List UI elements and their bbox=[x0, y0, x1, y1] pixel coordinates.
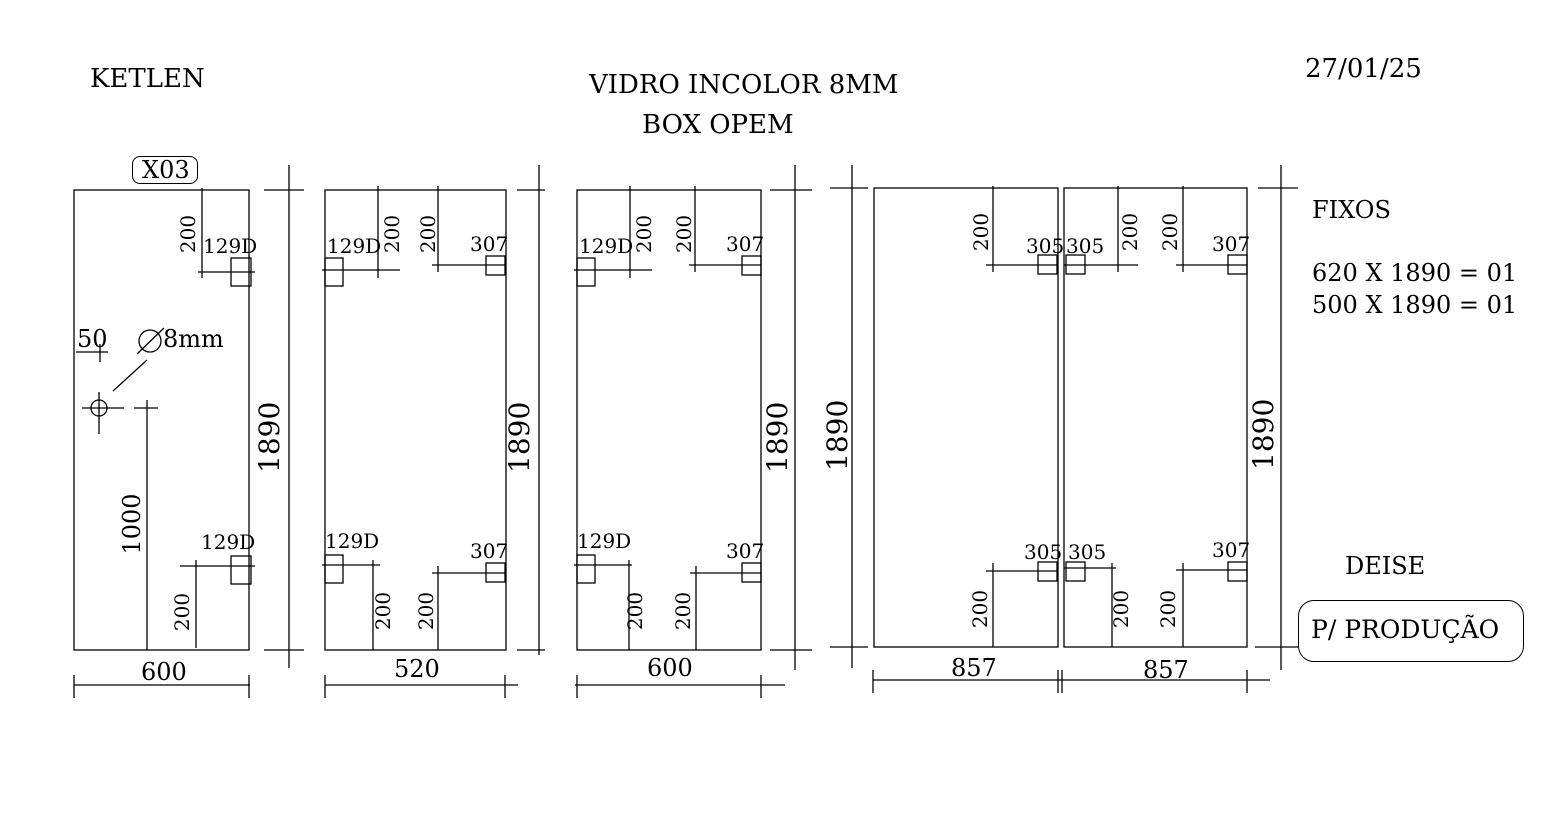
clamp-label: 307 bbox=[726, 539, 765, 563]
panel-height-label: 1890 bbox=[253, 401, 286, 473]
hole-diameter-label: 8mm bbox=[163, 325, 224, 353]
offset-label: 200 bbox=[1156, 589, 1180, 629]
clamp-label: 305 bbox=[1024, 540, 1063, 564]
hole-edge-offset-label: 50 bbox=[77, 325, 108, 353]
offset-label: 200 bbox=[371, 591, 395, 631]
panel-width-label: 600 bbox=[647, 654, 693, 682]
offset-label: 200 bbox=[170, 592, 194, 632]
offset-label: 200 bbox=[623, 591, 647, 631]
offset-label: 200 bbox=[416, 214, 440, 254]
clamp-label: 305 bbox=[1068, 540, 1107, 564]
clamp-label: 305 bbox=[1026, 234, 1065, 258]
clamp-label: 307 bbox=[470, 539, 509, 563]
glass-panel-3 bbox=[576, 189, 762, 651]
hinge-label: 129D bbox=[201, 530, 256, 554]
drawing-date: 27/01/25 bbox=[1305, 54, 1422, 84]
offset-label: 200 bbox=[176, 214, 200, 254]
offset-label: 200 bbox=[1118, 212, 1142, 252]
hinge-cutout bbox=[576, 257, 596, 287]
hinge-label: 129D bbox=[325, 529, 380, 553]
panel-height-label: 1890 bbox=[821, 399, 854, 471]
hinge-cutout bbox=[576, 554, 596, 584]
drawing-subtitle: BOX OPEM bbox=[642, 110, 794, 140]
fixed-item: 500 X 1890 = 01 bbox=[1312, 291, 1518, 319]
clamp-label: 307 bbox=[726, 232, 765, 256]
offset-label: 200 bbox=[671, 591, 695, 631]
hinge-label: 129D bbox=[579, 234, 634, 258]
panel-width-label: 857 bbox=[1143, 656, 1189, 684]
glass-panel-5 bbox=[1063, 187, 1248, 648]
clamp-label: 305 bbox=[1066, 234, 1105, 258]
offset-label: 200 bbox=[672, 214, 696, 254]
production-stamp bbox=[1298, 600, 1524, 662]
panel-tag: X03 bbox=[142, 156, 190, 184]
panel-width-label: 520 bbox=[394, 655, 440, 683]
fixed-item: 620 X 1890 = 01 bbox=[1312, 259, 1518, 287]
hinge-label: 129D bbox=[203, 234, 258, 258]
drawing-title: VIDRO INCOLOR 8MM bbox=[589, 70, 899, 100]
client-name: KETLEN bbox=[90, 64, 205, 94]
hinge-cutout bbox=[324, 554, 344, 584]
offset-label: 200 bbox=[969, 212, 993, 252]
clamp-cutout bbox=[1065, 561, 1086, 582]
hinge-label: 129D bbox=[577, 529, 632, 553]
offset-label: 200 bbox=[414, 591, 438, 631]
panel-height-label: 1890 bbox=[761, 401, 794, 473]
hinge-label: 129D bbox=[327, 234, 382, 258]
offset-label: 200 bbox=[380, 214, 404, 254]
glass-panel-4 bbox=[873, 187, 1059, 648]
hinge-cutout bbox=[324, 257, 344, 287]
panel-width-label: 600 bbox=[141, 658, 187, 686]
offset-label: 200 bbox=[632, 214, 656, 254]
clamp-label: 307 bbox=[470, 232, 509, 256]
reviewer-name: DEISE bbox=[1345, 552, 1426, 580]
offset-label: 200 bbox=[1109, 589, 1133, 629]
clamp-label: 307 bbox=[1212, 232, 1251, 256]
offset-label: 200 bbox=[1158, 212, 1182, 252]
offset-label: 200 bbox=[968, 589, 992, 629]
clamp-cutout bbox=[1227, 561, 1248, 582]
panel-tag-badge bbox=[132, 156, 198, 184]
panel-height-label: 1890 bbox=[1247, 398, 1280, 470]
hole-height-label: 1000 bbox=[118, 493, 146, 555]
hinge-cutout bbox=[230, 555, 252, 585]
production-stamp-label: P/ PRODUÇÃO bbox=[1311, 615, 1500, 644]
panel-height-label: 1890 bbox=[503, 401, 536, 473]
glass-panel-1 bbox=[73, 189, 250, 651]
clamp-label: 307 bbox=[1212, 538, 1251, 562]
fixed-heading: FIXOS bbox=[1312, 196, 1391, 224]
glass-panel-2 bbox=[324, 189, 507, 651]
panel-width-label: 857 bbox=[951, 654, 997, 682]
